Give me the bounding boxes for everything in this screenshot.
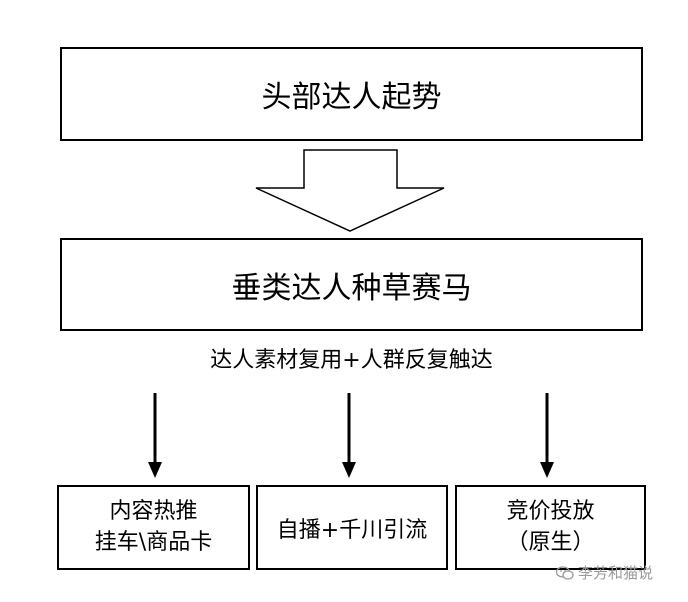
middle-box: 垂类达人种草赛马 [60,238,643,331]
bottom-box-self-broadcast: 自播+千川引流 [256,485,448,570]
top-box: 头部达人起势 [60,47,643,141]
watermark-text: 李芳和猫说 [578,564,654,582]
bottom-box-1-line-1: 内容热推 [109,498,198,524]
watermark: 李芳和猫说 [556,562,653,583]
bottom-box-bidding: 竞价投放 （原生） [455,485,646,570]
down-arrow-left [148,393,162,478]
down-arrow-right [540,393,554,478]
wechat-icon [556,565,574,580]
down-arrow-center [342,393,356,478]
top-box-label: 头部达人起势 [261,80,442,115]
bottom-box-2-line-1: 自播+千川引流 [276,517,428,543]
bottom-box-3-line-1: 竞价投放 [506,498,595,524]
bottom-box-3-line-2: （原生） [506,529,595,555]
bottom-box-content-push: 内容热推 挂车\商品卡 [57,485,250,570]
big-down-arrow [255,149,445,232]
connector-label: 达人素材复用+人群反复触达 [210,348,493,373]
bottom-box-1-line-2: 挂车\商品卡 [94,529,213,555]
middle-box-label: 垂类达人种草赛马 [231,270,472,306]
